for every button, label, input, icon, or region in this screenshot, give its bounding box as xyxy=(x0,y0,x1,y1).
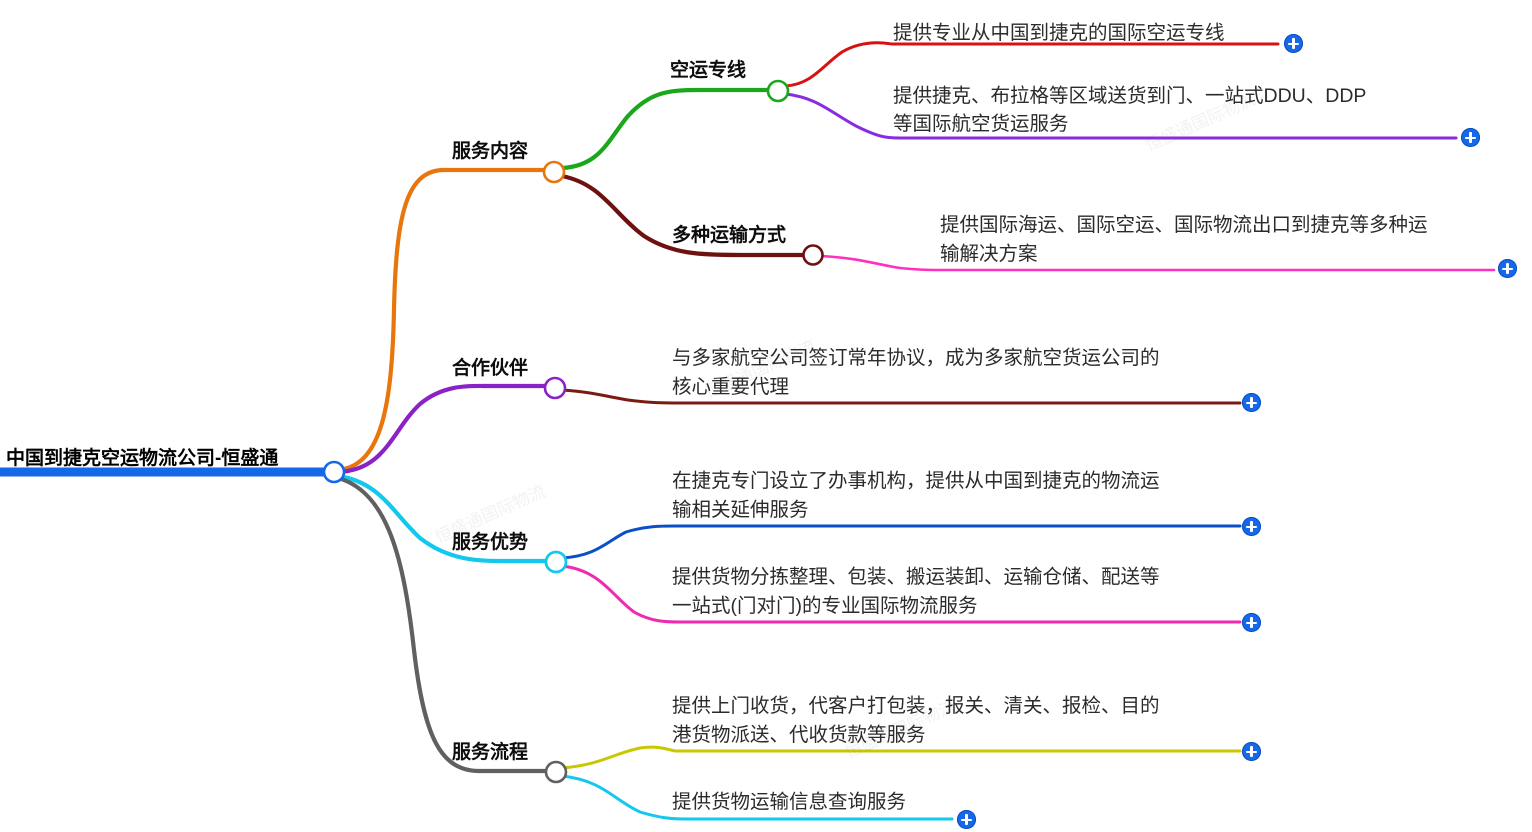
expand-button-process-1[interactable] xyxy=(1242,742,1261,761)
branch-label-service-advantages[interactable]: 服务优势 xyxy=(452,532,529,553)
link-branch-2-leaf-0 xyxy=(560,524,1242,560)
expand-button-multi-transport[interactable] xyxy=(1498,259,1517,278)
node-root[interactable] xyxy=(322,460,346,484)
branch-label-service-process[interactable]: 服务流程 xyxy=(452,742,529,763)
expand-button-process-2[interactable] xyxy=(957,810,976,829)
link-root-to-branch-3 xyxy=(335,475,555,774)
branch-label-multi-transport[interactable]: 多种运输方式 xyxy=(672,225,787,246)
leaf-text-advantage-1-row2[interactable]: 输相关延伸服务 xyxy=(672,499,809,521)
branch-label-partners[interactable]: 合作伙伴 xyxy=(452,358,529,379)
link-child-0-0-leaf-0 xyxy=(784,41,1280,88)
leaf-text-process-2[interactable]: 提供货物运输信息查询服务 xyxy=(672,791,907,813)
expand-button-air-line-2[interactable] xyxy=(1461,128,1480,147)
leaf-text-advantage-1-row1[interactable]: 在捷克专门设立了办事机构，提供从中国到捷克的物流运 xyxy=(672,470,1160,492)
node-branch-3[interactable] xyxy=(544,760,568,784)
expand-button-partners[interactable] xyxy=(1242,393,1261,412)
leaf-text-partners-row2[interactable]: 核心重要代理 xyxy=(672,376,790,398)
leaf-text-advantage-2-row1[interactable]: 提供货物分拣整理、包装、搬运装卸、运输仓储、配送等 xyxy=(672,566,1160,588)
expand-button-air-line-1[interactable] xyxy=(1284,34,1303,53)
node-branch-0[interactable] xyxy=(542,160,566,184)
leaf-text-process-1-row2[interactable]: 港货物派送、代收货款等服务 xyxy=(672,724,926,746)
leaf-text-air-line-2-row2[interactable]: 等国际航空货运服务 xyxy=(893,113,1069,135)
leaf-text-multi-transport-row1[interactable]: 提供国际海运、国际空运、国际物流出口到捷克等多种运 xyxy=(940,214,1428,236)
node-child-0-0[interactable] xyxy=(766,79,790,103)
leaf-text-air-line-1[interactable]: 提供专业从中国到捷克的国际空运专线 xyxy=(893,22,1225,44)
link-branch-1-leaf-0 xyxy=(560,388,1242,405)
link-root-to-branch-0 xyxy=(335,167,555,473)
expand-button-advantage-1[interactable] xyxy=(1242,517,1261,536)
leaf-text-advantage-2-row2[interactable]: 一站式(门对门)的专业国际物流服务 xyxy=(672,595,978,617)
node-branch-1[interactable] xyxy=(543,376,567,400)
link-branch-0-to-child-0 xyxy=(559,87,777,171)
leaf-text-air-line-2-row1[interactable]: 提供捷克、布拉格等区域送货到门、一站式DDU、DDP xyxy=(893,85,1367,107)
branch-label-air-freight-line[interactable]: 空运专线 xyxy=(670,60,747,81)
link-child-0-1-leaf-0 xyxy=(818,254,1496,272)
leaf-text-partners-row1[interactable]: 与多家航空公司签订常年协议，成为多家航空货运公司的 xyxy=(672,347,1160,369)
node-branch-2[interactable] xyxy=(544,550,568,574)
expand-button-advantage-2[interactable] xyxy=(1242,613,1261,632)
leaf-text-process-1-row1[interactable]: 提供上门收货，代客户打包装，报关、清关、报检、目的 xyxy=(672,695,1160,717)
node-child-0-1[interactable] xyxy=(802,244,824,266)
root-node-label[interactable]: 中国到捷克空运物流公司-恒盛通 xyxy=(6,448,279,469)
branch-label-service-content[interactable]: 服务内容 xyxy=(452,141,529,162)
link-root-to-branch-1 xyxy=(335,383,555,475)
link-branch-3-leaf-0 xyxy=(560,745,1242,770)
leaf-text-multi-transport-row2[interactable]: 输解决方案 xyxy=(940,243,1038,265)
